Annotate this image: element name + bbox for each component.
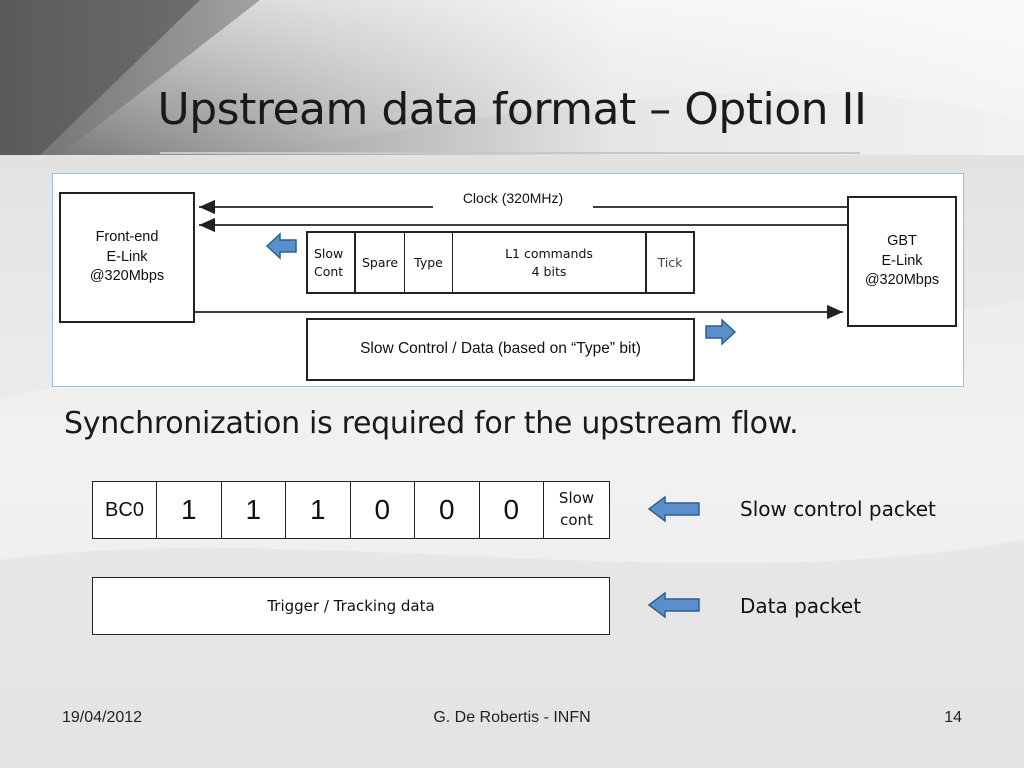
field-slow-cont: Slow Cont [308,233,356,292]
field-type-label: Type [414,254,443,270]
footer-date: 19/04/2012 [62,709,143,726]
slow-control-packet-label: Slow control packet [740,497,936,521]
field-l1-commands: L1 commands 4 bits [453,233,647,292]
bit-cell: 0 [480,482,544,538]
upstream-frame: Slow Control / Data (based on “Type” bit… [306,318,695,381]
data-packet-content: Trigger / Tracking data [267,597,435,615]
gbt-block: GBT E-Link @320Mbps [847,196,957,327]
field-spare-label: Spare [361,254,399,270]
gbt-label: GBT E-Link @320Mbps [864,233,940,289]
field-l1-commands-label: L1 commands 4 bits [505,246,593,279]
bc0-cell: BC0 [93,482,157,538]
footer-author: G. De Robertis - INFN [433,709,591,726]
bit-cell: 1 [286,482,351,538]
downstream-frame: Slow Cont Spare Type L1 commands 4 bits … [306,231,695,294]
title-divider [160,152,860,154]
left-arrow-icon [647,591,700,619]
bit-cell: 0 [415,482,480,538]
field-type: Type [405,233,453,292]
bit-cell: 1 [222,482,286,538]
clock-label: Clock (320MHz) [433,189,593,208]
bit-cell: 0 [351,482,415,538]
field-tick-label: Tick [657,254,683,270]
field-spare: Spare [356,233,405,292]
upstream-label: Slow Control / Data (based on “Type” bit… [360,340,641,358]
bit-cell: 1 [157,482,222,538]
slide-number: 14 [944,709,962,726]
slide-subtitle: Synchronization is required for the upst… [64,406,799,441]
left-arrow-icon [647,495,700,523]
slow-cont-cell: Slow cont [558,489,595,529]
page-title: Upstream data format – Option II [157,84,867,135]
front-end-label: Front-end E-Link @320Mbps [89,229,165,285]
field-slow-cont-label: Slow Cont [314,246,344,279]
e-link-diagram: Front-end E-Link @320Mbps GBT E-Link @32… [52,173,964,387]
slow-control-packet-table: BC0 1 1 1 0 0 0 Slow cont [92,481,610,539]
field-tick: Tick [647,233,693,292]
front-end-block: Front-end E-Link @320Mbps [59,192,195,323]
right-arrow-icon [705,318,737,346]
data-packet-label: Data packet [740,594,862,618]
left-arrow-icon [265,232,297,260]
data-packet-table: Trigger / Tracking data [92,577,610,635]
